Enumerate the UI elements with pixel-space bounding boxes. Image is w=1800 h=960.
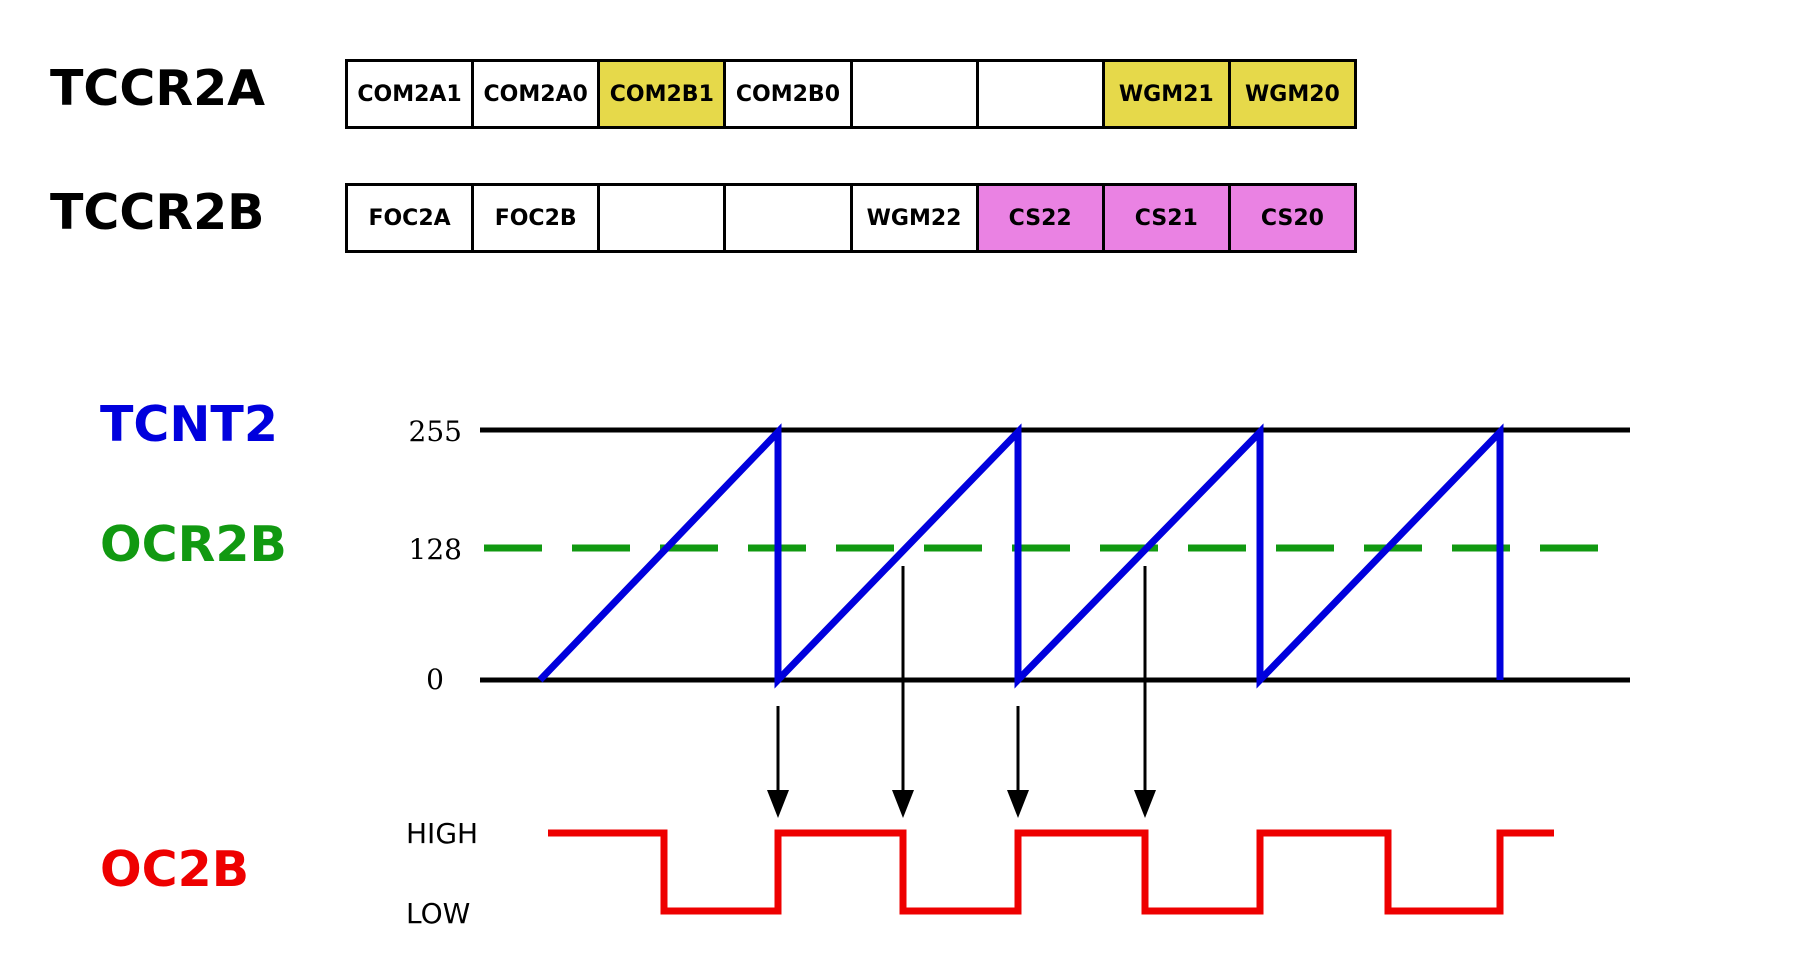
bit-cell: WGM22 (852, 186, 979, 250)
bit-cell (852, 62, 979, 126)
tcnt2-sawtooth (537, 423, 1504, 689)
bit-cell: WGM21 (1104, 62, 1231, 126)
tcnt2-label: TCNT2 (100, 396, 278, 453)
arrow-head (892, 790, 914, 818)
tick-255: 255 (409, 415, 462, 448)
arrow-head (767, 790, 789, 818)
bit-cell (978, 62, 1105, 126)
arrow-head (1007, 790, 1029, 818)
bit-cell: WGM20 (1230, 62, 1354, 126)
bit-cell: FOC2A (348, 186, 475, 250)
register-name-tccr2a: TCCR2A (50, 60, 266, 117)
bit-cell: COM2A0 (474, 62, 601, 126)
oc2b-waveform (548, 829, 1554, 915)
bit-cell: CS20 (1230, 186, 1354, 250)
arrow-head (1134, 790, 1156, 818)
bit-cell (726, 186, 853, 250)
level-low: LOW (406, 897, 470, 930)
bit-cell (600, 186, 727, 250)
register-tccr2b: FOC2A FOC2B WGM22 CS22 CS21 CS20 (345, 183, 1357, 253)
register-tccr2a: COM2A1 COM2A0 COM2B1 COM2B0 WGM21 WGM20 (345, 59, 1357, 129)
ocr2b-label: OCR2B (100, 516, 287, 573)
bit-cell: CS21 (1104, 186, 1231, 250)
bit-cell: COM2B0 (726, 62, 853, 126)
bit-cell: FOC2B (474, 186, 601, 250)
transition-arrows (767, 566, 1156, 818)
bit-cell: CS22 (978, 186, 1105, 250)
oc2b-label: OC2B (100, 841, 250, 898)
level-high: HIGH (406, 817, 478, 850)
register-name-tccr2b: TCCR2B (50, 184, 265, 241)
tick-0: 0 (426, 663, 444, 696)
tick-128: 128 (409, 533, 462, 566)
bit-cell: COM2B1 (600, 62, 727, 126)
bit-cell: COM2A1 (348, 62, 475, 126)
